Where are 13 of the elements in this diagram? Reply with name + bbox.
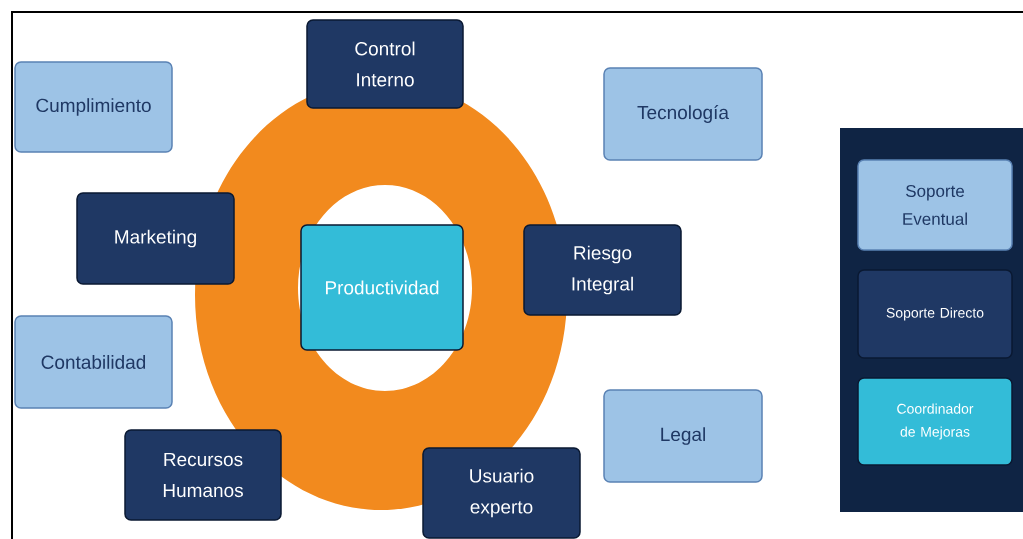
label-box: Contabilidad [14,315,173,409]
label-box: Usuario experto [422,447,581,539]
label-box: Marketing [76,192,235,285]
label-box: Cumplimiento [14,61,173,153]
label-box: Control Interno [306,19,464,109]
label-box: Legal [603,389,763,483]
legend-box: Coordinador de Mejoras [857,377,1013,466]
legend-box: Soporte Eventual [857,159,1013,251]
label-box: Riesgo Integral [523,224,682,316]
label-box: Tecnología [603,67,763,161]
legend-box: Soporte Directo [857,269,1013,359]
label-box: Recursos Humanos [124,429,282,521]
label-box: Productividad [300,224,464,351]
